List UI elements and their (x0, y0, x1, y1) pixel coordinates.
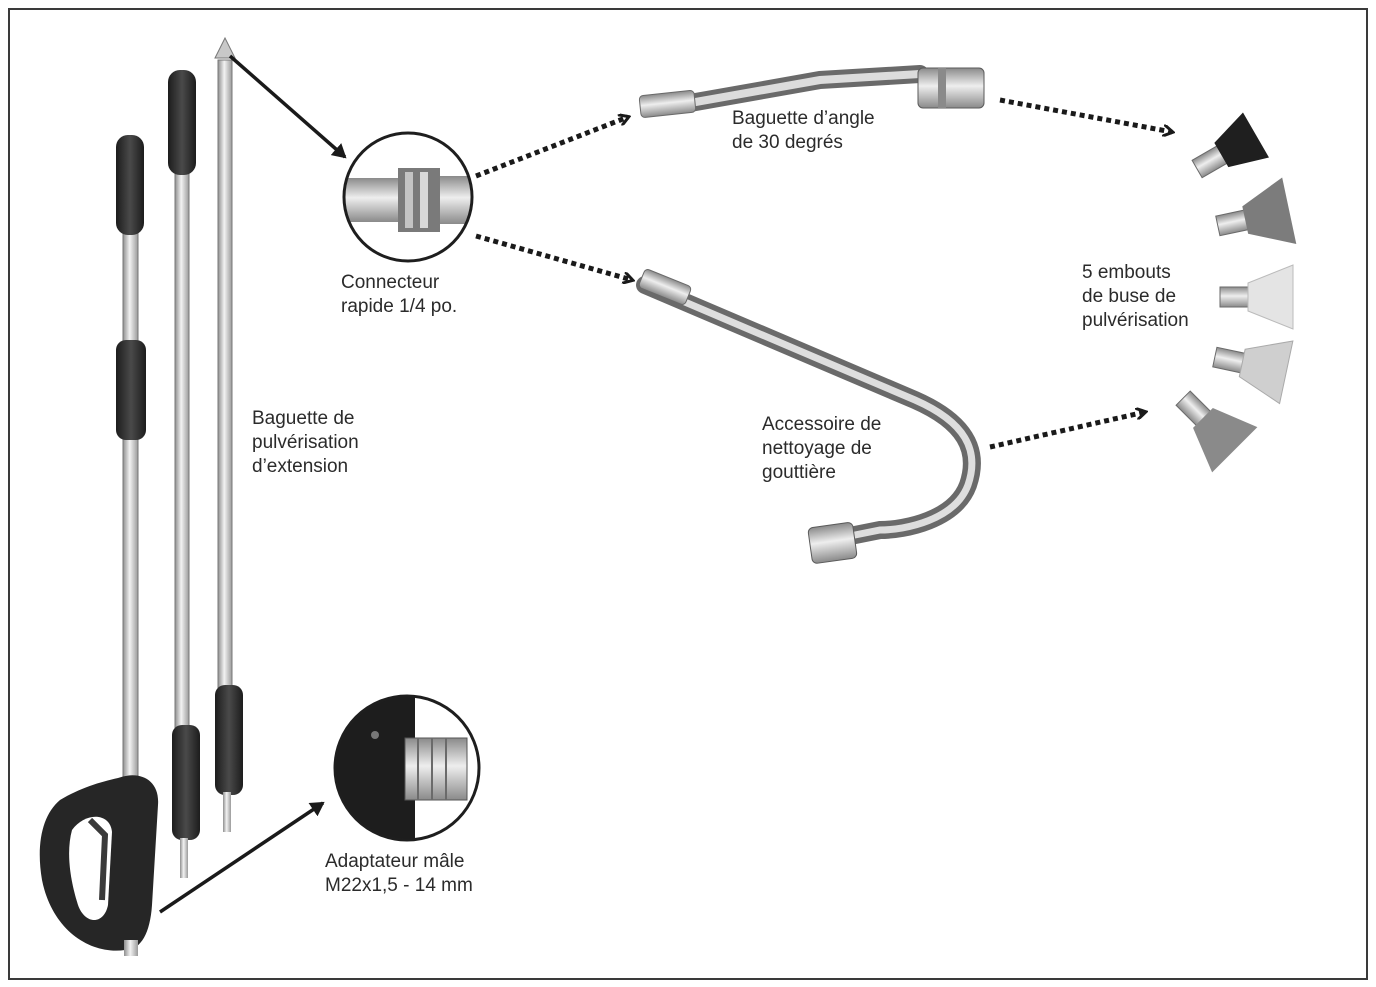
arrow-to-adapter (159, 801, 325, 914)
spray-gun-icon (39, 775, 159, 956)
male-adapter-icon (333, 694, 481, 842)
arrow-to-connector (228, 54, 347, 159)
dashed-arrow-nozzles-bottom (989, 412, 1145, 450)
diagram-frame (8, 8, 1368, 980)
label-nozzle-tips: 5 embouts de buse de pulvérisation (1082, 261, 1189, 333)
label-line: d’extension (252, 456, 349, 477)
label-line: pulvérisation (1082, 310, 1189, 331)
label-male-adapter: Adaptateur mâle M22x1,5 - 14 mm (325, 850, 473, 898)
label-quick-connector: Connecteur rapide 1/4 po. (341, 271, 457, 319)
gutter-cleaner-icon (636, 269, 981, 564)
label-angle-wand: Baguette d’angle de 30 degrés (732, 107, 875, 155)
label-line: M22x1,5 - 14 mm (325, 875, 473, 896)
nozzle-tip-icon (1175, 112, 1297, 473)
angle-wand-icon (638, 65, 985, 118)
label-gutter-cleaner: Accessoire de nettoyage de gouttière (762, 413, 881, 485)
label-extension-wand: Baguette de pulvérisation d’extension (252, 407, 359, 479)
label-line: Adaptateur mâle (325, 851, 465, 872)
arrows (159, 54, 1172, 914)
label-line: Baguette de (252, 408, 355, 429)
quick-connector-icon (342, 131, 474, 263)
label-line: gouttière (762, 462, 836, 483)
dashed-arrow-gutter (475, 233, 632, 280)
label-line: nettoyage de (762, 438, 872, 459)
label-line: pulvérisation (252, 432, 359, 453)
label-line: de 30 degrés (732, 132, 843, 153)
label-line: Connecteur (341, 272, 440, 293)
label-line: 5 embouts (1082, 262, 1171, 283)
label-line: rapide 1/4 po. (341, 296, 458, 317)
label-line: de buse de (1082, 286, 1177, 307)
label-line: Baguette d’angle (732, 108, 875, 129)
spray-wand-icon (116, 36, 243, 878)
dashed-arrow-nozzles-top (999, 97, 1172, 132)
label-line: Accessoire de (762, 414, 882, 435)
dashed-arrow-angle-wand (475, 117, 628, 179)
